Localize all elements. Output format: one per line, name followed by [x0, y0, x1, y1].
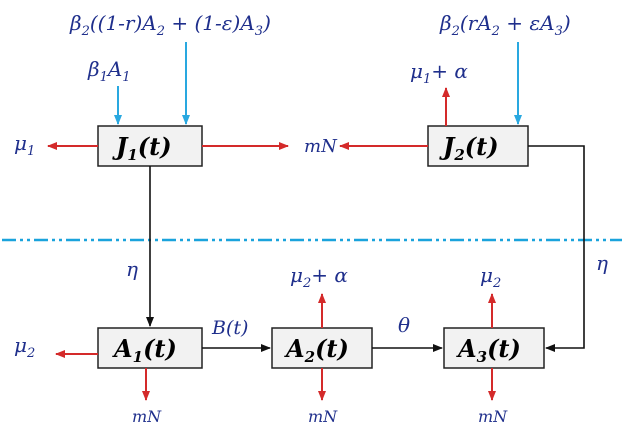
compartment-a3-label: A3(t) — [456, 334, 521, 366]
label-j2-out-up: μ1+ α — [410, 59, 468, 87]
label-a1-out-down: mN — [132, 407, 162, 426]
compartment-a3 — [443, 327, 545, 369]
label-j1-out-left: μ1 — [14, 131, 35, 159]
compartment-a2 — [271, 327, 373, 369]
compartment-a1-label: A1(t) — [112, 334, 177, 366]
label-left-inflow: β1A1 — [87, 57, 131, 85]
label-a2-out-down: mN — [308, 407, 338, 426]
label-mid-mn: mN — [304, 136, 338, 157]
label-b-t: B(t) — [211, 317, 248, 339]
label-a1-out-left: μ2 — [14, 333, 35, 361]
label-top-right-inflow: β2(rA2 + εA3) — [439, 11, 571, 39]
label-a3-out-up: μ2 — [480, 263, 501, 291]
compartment-j2-label: J2(t) — [439, 132, 499, 164]
compartment-j1-label: J1(t) — [112, 132, 172, 164]
label-top-left-inflow: β2((1-r)A2 + (1-ε)A3) — [69, 11, 271, 39]
label-eta-left: η — [126, 257, 138, 281]
label-theta: θ — [398, 313, 410, 337]
compartment-j1 — [97, 125, 203, 167]
arrow-j2-to-a3 — [528, 145, 585, 352]
label-a3-out-down: mN — [478, 407, 508, 426]
compartment-a1 — [97, 327, 203, 369]
label-eta-right: η — [596, 251, 608, 275]
compartment-a2-label: A2(t) — [284, 334, 349, 366]
label-a2-out-up: μ2+ α — [290, 263, 348, 291]
